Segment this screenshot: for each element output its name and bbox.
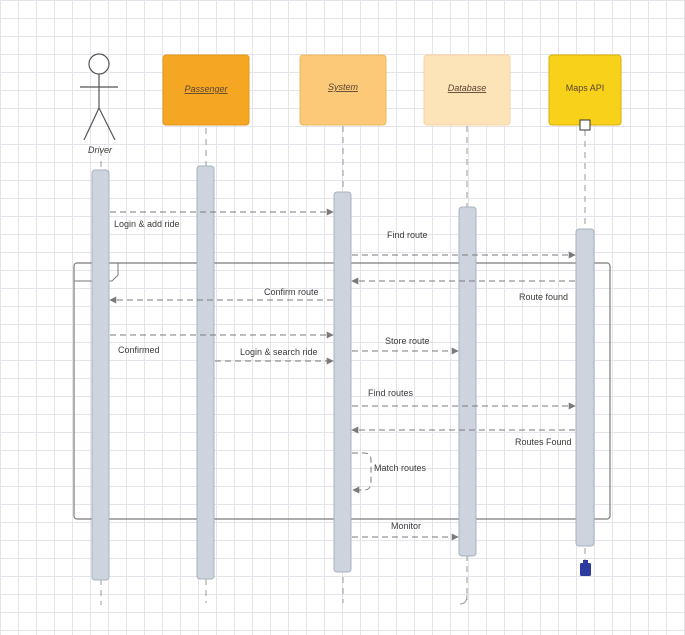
message-routes-found: Routes Found bbox=[351, 426, 575, 447]
message-login-search-ride: Login & search ride bbox=[215, 347, 334, 365]
actor-leg-left bbox=[83, 107, 100, 141]
lifeline-database-end bbox=[459, 594, 468, 605]
activation-maps-api bbox=[575, 228, 595, 547]
message-label: Match routes bbox=[374, 463, 427, 473]
participant-driver: Driver bbox=[80, 53, 118, 155]
message-label: Find routes bbox=[368, 388, 414, 398]
participant-label-system: System bbox=[328, 82, 359, 92]
message-confirmed: Confirmed bbox=[110, 331, 334, 355]
actor-leg-right bbox=[98, 107, 116, 141]
participant-maps-api: Maps API bbox=[548, 54, 622, 131]
message-label: Confirmed bbox=[118, 345, 160, 355]
message-label: Confirm route bbox=[264, 287, 319, 297]
participant-database: Database bbox=[423, 54, 511, 126]
activation-driver bbox=[91, 169, 110, 581]
participant-box-database bbox=[423, 54, 511, 126]
message-monitor: Monitor bbox=[352, 521, 459, 541]
activation-database bbox=[458, 206, 477, 557]
activation-passenger bbox=[196, 165, 215, 580]
activation-system bbox=[333, 191, 352, 573]
end-marker-icon bbox=[580, 560, 591, 576]
participant-system: System bbox=[299, 54, 387, 126]
participant-label-passenger: Passenger bbox=[184, 84, 228, 94]
message-match-routes: Match routes bbox=[352, 452, 427, 494]
port-square-icon bbox=[579, 119, 591, 131]
message-label: Monitor bbox=[391, 521, 421, 531]
message-find-routes: Find routes bbox=[352, 388, 576, 410]
participant-box-passenger bbox=[162, 54, 250, 126]
participant-passenger: Passenger bbox=[162, 54, 250, 126]
message-label: Login & search ride bbox=[240, 347, 318, 357]
message-label: Login & add ride bbox=[114, 219, 180, 229]
message-store-route: Store route bbox=[352, 336, 459, 355]
actor-head-icon bbox=[88, 53, 110, 75]
participant-label-maps-api: Maps API bbox=[566, 83, 605, 93]
message-find-route: Find route bbox=[352, 230, 576, 259]
message-route-found: Route found bbox=[351, 277, 575, 302]
message-login-add-ride: Login & add ride bbox=[110, 208, 334, 229]
message-label: Route found bbox=[519, 292, 568, 302]
message-label: Store route bbox=[385, 336, 430, 346]
message-label: Routes Found bbox=[515, 437, 572, 447]
participant-label-database: Database bbox=[448, 83, 487, 93]
message-confirm-route: Confirm route bbox=[109, 287, 333, 304]
participant-label-driver: Driver bbox=[88, 145, 113, 155]
participant-box-system bbox=[299, 54, 387, 126]
message-label: Find route bbox=[387, 230, 428, 240]
